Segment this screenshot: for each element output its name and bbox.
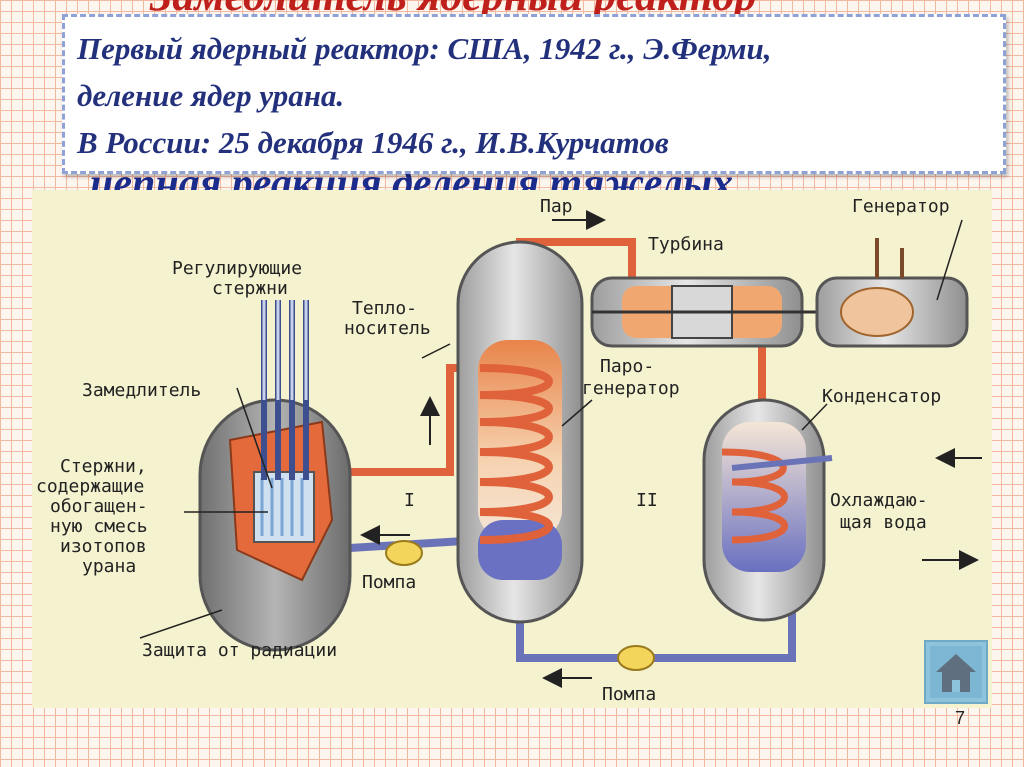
label-coolant-2: носитель — [344, 318, 431, 339]
label-radiation-shield: Защита от радиации — [142, 640, 337, 661]
label-cooling-water-1: Охлаждаю- — [830, 490, 928, 511]
info-line-1: Первый ядерный реактор: США, 1942 г., Э.… — [77, 31, 772, 66]
label-pump-primary: Помпа — [362, 572, 416, 593]
label-loop-two: II — [636, 490, 658, 511]
label-moderator: Замедлитель — [82, 380, 201, 401]
page-number: 7 — [954, 708, 965, 728]
home-button[interactable] — [924, 640, 988, 704]
label-loop-one: I — [404, 490, 415, 511]
label-generator: Генератор — [852, 196, 950, 217]
condenser-vessel — [702, 398, 833, 622]
label-control-rods-2: стержни — [212, 278, 288, 299]
label-fuel-rods-1: Стержни, — [60, 456, 147, 477]
label-control-rods-1: Регулирующие — [172, 258, 302, 279]
label-fuel-rods-4: ную смесь — [50, 516, 148, 537]
label-fuel-rods-6: урана — [82, 556, 136, 577]
label-pump-secondary: Помпа — [602, 684, 656, 705]
label-cooling-water-2: щая вода — [840, 512, 927, 533]
label-fuel-rods-2: содержащие — [36, 476, 144, 497]
label-steam: Пар — [540, 196, 573, 217]
generator-casing — [815, 238, 969, 348]
info-box: Первый ядерный реактор: США, 1942 г., Э.… — [62, 14, 1006, 174]
home-icon — [930, 646, 982, 698]
primary-pump-icon — [385, 540, 423, 566]
reactor-vessel — [198, 300, 352, 652]
reactor-diagram-svg: Пар Генератор Турбина Регулирующие стерж… — [36, 196, 982, 705]
info-line-2: деление ядер урана. — [77, 78, 345, 113]
label-coolant-1: Тепло- — [352, 298, 417, 319]
turbine-casing — [590, 276, 852, 348]
secondary-pump-icon — [617, 645, 655, 671]
info-line-3: В России: 25 декабря 1946 г., И.В.Курчат… — [77, 125, 669, 160]
label-condenser: Конденсатор — [822, 386, 941, 407]
label-fuel-rods-3: обогащен- — [50, 496, 148, 517]
flow-arrows — [360, 210, 982, 688]
steam-generator-vessel — [456, 240, 584, 624]
reactor-diagram: Пар Генератор Турбина Регулирующие стерж… — [32, 190, 992, 708]
label-steam-generator-1: Паро- — [600, 356, 654, 377]
label-fuel-rods-5: изотопов — [60, 536, 147, 557]
label-turbine: Турбина — [648, 234, 724, 255]
leader-lines — [139, 219, 963, 639]
label-steam-generator-2: генератор — [582, 378, 680, 399]
